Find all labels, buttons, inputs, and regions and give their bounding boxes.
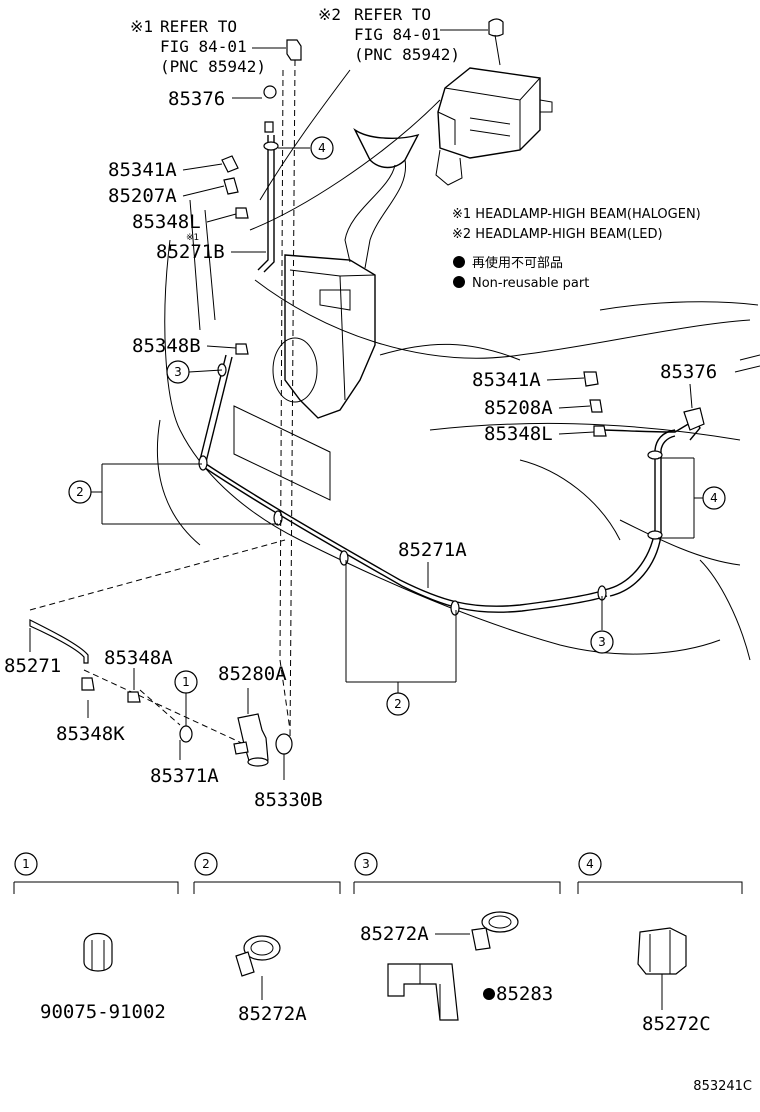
washer-pump-85280A — [233, 713, 269, 767]
washer-hose-85271B — [257, 135, 275, 273]
clamp-85272A-legend-3 — [471, 911, 519, 951]
label-85280A: 85280A — [218, 663, 287, 685]
label-85348A: 85348A — [104, 647, 173, 669]
clip-85341A-left — [221, 155, 239, 173]
dashed-leaders — [29, 59, 296, 746]
clamp-90075-91002 — [83, 932, 113, 972]
label-85348B: 85348B — [132, 335, 201, 357]
svg-text:※1 HEADLAMP-HIGH BEAM(HALOGEN): ※1 HEADLAMP-HIGH BEAM(HALOGEN) — [452, 207, 701, 222]
callout-3-right: 3 — [590, 596, 614, 654]
label-85348K: 85348K — [56, 723, 125, 745]
label-85348L-left: 85348L — [132, 211, 201, 233]
legend-3-part-b: 85283 — [496, 983, 553, 1005]
label-85330B: 85330B — [254, 789, 323, 811]
svg-text:4: 4 — [710, 491, 718, 505]
callout-3-left: 3 — [166, 360, 223, 384]
svg-text:3: 3 — [174, 365, 182, 379]
washer-hose-85271A — [199, 429, 676, 613]
svg-text:※2 HEADLAMP-HIGH BEAM(LED): ※2 HEADLAMP-HIGH BEAM(LED) — [452, 227, 663, 242]
legend-group-2: 2 85272A — [193, 852, 341, 1025]
non-reusable-dot — [453, 256, 465, 268]
svg-text:4: 4 — [318, 141, 326, 155]
nozzle-85376-left — [263, 85, 277, 99]
part-labels: 85376 85341A 85207A 85348L ※1 85271B 853… — [4, 88, 717, 811]
clip-85341A-right — [583, 371, 599, 387]
headlamp-connector-led — [488, 18, 504, 37]
washer-tank-illustration — [272, 127, 420, 419]
label-85376-right: 85376 — [660, 361, 717, 383]
label-85207A: 85207A — [108, 185, 177, 207]
svg-text:2: 2 — [76, 485, 84, 499]
svg-text:4: 4 — [586, 857, 594, 871]
svg-text:1: 1 — [22, 857, 30, 871]
svg-text:(PNC 85942): (PNC 85942) — [354, 45, 460, 64]
svg-text:2: 2 — [394, 697, 402, 711]
grommet-85348B — [235, 343, 249, 355]
svg-text:REFER TO: REFER TO — [160, 17, 237, 36]
legend-group-1: 1 90075-91002 — [13, 852, 179, 1023]
callout-4-right: 4 — [658, 457, 726, 539]
label-85271: 85271 — [4, 655, 61, 677]
label-85341A-left: 85341A — [108, 159, 177, 181]
grommet-85348L-left — [235, 207, 249, 219]
clip-85272C-legend — [637, 927, 687, 975]
legend-group-4: 4 85272C — [577, 852, 743, 1035]
svg-text:再使用不可部品: 再使用不可部品 — [472, 255, 563, 271]
label-85271A: 85271A — [398, 539, 467, 561]
callout-2-left: 2 — [68, 463, 278, 525]
svg-text:3: 3 — [598, 635, 606, 649]
grommet-85348L-right — [593, 425, 607, 437]
figure-code: 853241C — [693, 1079, 752, 1094]
bracket-85283 — [387, 963, 459, 1021]
joint-85208A — [589, 399, 603, 413]
reference-note-1: ※1 REFER TO FIG 84-01 (PNC 85942) — [130, 17, 266, 76]
legend-3-part-a: 85272A — [360, 923, 429, 945]
non-reusable-dot — [483, 988, 495, 1000]
svg-text:FIG 84-01: FIG 84-01 — [160, 37, 247, 56]
svg-text:Non-reusable part: Non-reusable part — [472, 276, 589, 291]
label-85348L-right: 85348L — [484, 423, 553, 445]
callout-2-bottom: 2 — [345, 560, 457, 716]
label-85371A: 85371A — [150, 765, 219, 787]
legend-4-part: 85272C — [642, 1013, 711, 1035]
legend-group-3: 3 85272A 85283 — [353, 852, 561, 1021]
headlamp-unit-illustration — [435, 34, 553, 186]
svg-text:※1: ※1 — [130, 17, 153, 36]
clamp-85272A-legend — [235, 935, 281, 977]
label-85271B: 85271B — [156, 241, 225, 263]
notes-block: ※1 HEADLAMP-HIGH BEAM(HALOGEN) ※2 HEADLA… — [452, 207, 701, 291]
non-reusable-dot — [453, 276, 465, 288]
svg-text:REFER TO: REFER TO — [354, 5, 431, 24]
label-85348L-left-mark: ※1 — [186, 233, 199, 243]
headlamp-connector-halogen — [286, 39, 302, 61]
hose-clamps — [198, 141, 663, 616]
callout-1-pump: 1 — [174, 670, 198, 726]
svg-text:3: 3 — [362, 857, 370, 871]
svg-text:(PNC 85942): (PNC 85942) — [160, 57, 266, 76]
svg-text:2: 2 — [202, 857, 210, 871]
label-85341A-right: 85341A — [472, 369, 541, 391]
svg-text:FIG 84-01: FIG 84-01 — [354, 25, 441, 44]
label-85208A: 85208A — [484, 397, 553, 419]
label-85376-left: 85376 — [168, 88, 225, 110]
legend-1-part: 90075-91002 — [40, 1001, 166, 1023]
callout-4-top: 4 — [278, 136, 334, 160]
svg-text:1: 1 — [182, 675, 190, 689]
nozzle-85376-right — [683, 407, 705, 431]
reference-note-2: ※2 REFER TO FIG 84-01 (PNC 85942) — [318, 5, 460, 64]
joint-85207A — [223, 177, 239, 195]
legend-2-part: 85272A — [238, 1003, 307, 1025]
svg-text:※2: ※2 — [318, 5, 341, 24]
